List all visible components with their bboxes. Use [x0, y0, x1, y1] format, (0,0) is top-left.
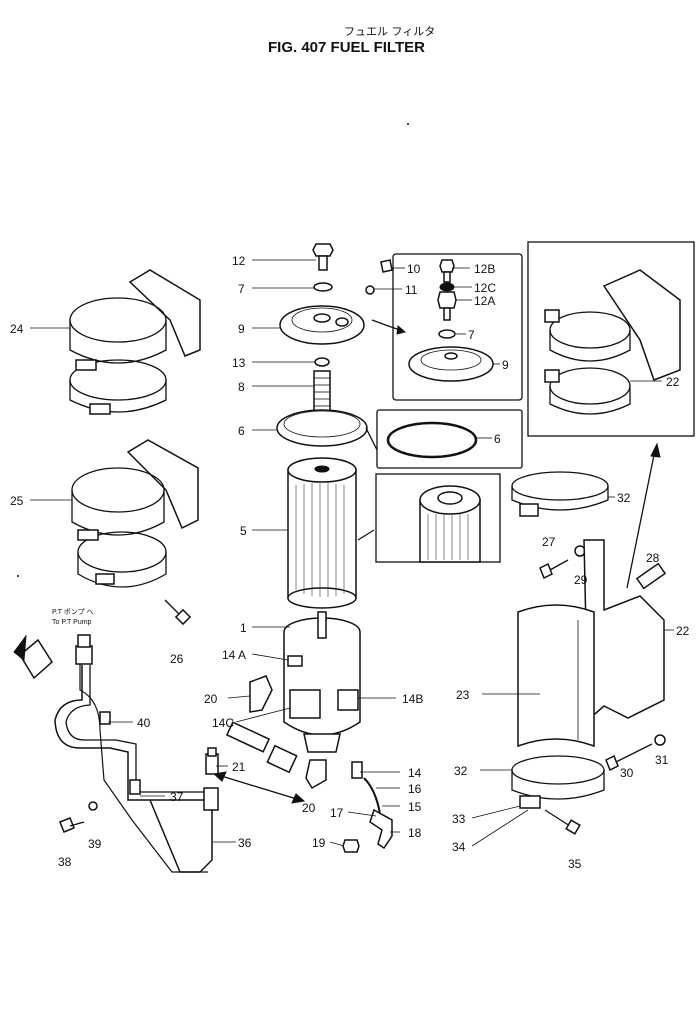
pump-note-en: To P.T Pump — [52, 619, 92, 626]
bolt-38 — [59, 817, 85, 833]
bolt-30 — [605, 743, 653, 772]
band-32-top — [511, 471, 609, 517]
inset-element-detail — [375, 473, 501, 563]
callout-10: 10 — [407, 262, 421, 276]
inset-oring — [376, 409, 523, 469]
speck — [17, 575, 19, 577]
bracket-22 — [583, 539, 665, 722]
pump-note-jp: P.T ポンプ へ — [52, 608, 94, 616]
leader-lines — [30, 259, 674, 847]
callout-7-inset: 7 — [468, 328, 475, 342]
callout-12: 12 — [232, 254, 246, 268]
callout-20-upper: 20 — [204, 692, 218, 706]
plug-10 — [380, 259, 393, 273]
seal-ring-13 — [314, 357, 330, 367]
element-pointer — [357, 529, 375, 541]
callout-24: 24 — [10, 322, 24, 336]
callout-22-inset: 22 — [666, 375, 680, 389]
callout-32-bottom: 32 — [454, 764, 468, 778]
callout-17: 17 — [330, 806, 344, 820]
callout-12a: 12A — [474, 294, 495, 308]
clamp-17-18 — [369, 808, 393, 850]
callout-14: 14 — [408, 766, 422, 780]
callout-9: 9 — [238, 322, 245, 336]
pt-pump-arrow — [13, 634, 53, 680]
callout-18: 18 — [408, 826, 422, 840]
bracket-pointer-arrow — [626, 449, 656, 589]
callout-9-inset: 9 — [502, 358, 509, 372]
band-32-bottom — [511, 755, 605, 809]
oring-pointer — [365, 427, 378, 451]
callout-34: 34 — [452, 840, 466, 854]
callout-20-lower: 20 — [302, 801, 316, 815]
callout-15: 15 — [408, 800, 422, 814]
inset-cap-detail — [392, 253, 523, 401]
elbow-20 — [249, 675, 327, 790]
callout-13: 13 — [232, 356, 246, 370]
callout-5: 5 — [240, 524, 247, 538]
callout-25: 25 — [10, 494, 24, 508]
callout-35: 35 — [568, 857, 582, 871]
callout-23: 23 — [456, 688, 470, 702]
bolt-35 — [544, 809, 581, 835]
bolt-26 — [164, 599, 192, 626]
callout-11: 11 — [405, 283, 418, 297]
callout-7: 7 — [238, 282, 245, 296]
callout-21: 21 — [232, 760, 246, 774]
tube-36-40 — [54, 634, 213, 873]
callout-8: 8 — [238, 380, 245, 394]
callout-36: 36 — [238, 836, 252, 850]
connector-21 — [203, 747, 219, 811]
callouts: 12 7 9 13 8 6 5 1 14 A 20 14C 14B 10 11 … — [10, 254, 690, 871]
japanese-title: フュエル フィルタ — [344, 25, 435, 38]
callout-29: 29 — [574, 573, 588, 587]
callout-27: 27 — [542, 535, 556, 549]
callout-33: 33 — [452, 812, 466, 826]
figure-title: FIG. 407 FUEL FILTER — [268, 39, 425, 56]
callout-40: 40 — [137, 716, 151, 730]
bolt-19 — [342, 839, 360, 853]
callout-14c: 14C — [212, 716, 234, 730]
callout-31: 31 — [655, 753, 669, 767]
filter-element-5 — [287, 457, 357, 609]
hose-fitting — [225, 721, 298, 774]
callout-12b: 12B — [474, 262, 495, 276]
bracket-25 — [71, 439, 199, 588]
callout-28: 28 — [646, 551, 660, 565]
gasket-plate-6 — [276, 409, 368, 447]
callout-19: 19 — [312, 836, 326, 850]
callout-14b: 14B — [402, 692, 423, 706]
callout-1: 1 — [240, 621, 247, 635]
callout-12c: 12C — [474, 281, 496, 295]
filter-case-1 — [283, 611, 361, 753]
callout-16: 16 — [408, 782, 422, 796]
callout-30: 30 — [620, 766, 634, 780]
speck — [407, 123, 409, 125]
bracket-24 — [69, 269, 201, 415]
callout-26: 26 — [170, 652, 184, 666]
arrowhead-up — [650, 442, 661, 458]
washer-11 — [365, 285, 375, 295]
double-arrow — [217, 774, 301, 801]
callout-37: 37 — [170, 790, 184, 804]
callout-14a: 14 A — [222, 648, 246, 662]
callout-22: 22 — [676, 624, 690, 638]
inset-bracket-detail — [527, 241, 695, 437]
washer-7 — [313, 282, 333, 292]
filter-cap-9 — [279, 305, 365, 345]
callout-6: 6 — [238, 424, 245, 438]
arrowhead — [396, 325, 407, 335]
insulator-23 — [517, 604, 595, 748]
callout-32-top: 32 — [617, 491, 631, 505]
callout-6-inset: 6 — [494, 432, 501, 446]
callout-39: 39 — [88, 837, 102, 851]
pin-28 — [635, 562, 667, 590]
washer-39 — [88, 801, 98, 811]
bolt-12 — [312, 243, 334, 271]
callout-38: 38 — [58, 855, 72, 869]
washer-31 — [654, 734, 666, 746]
bolt-27 — [539, 559, 569, 580]
